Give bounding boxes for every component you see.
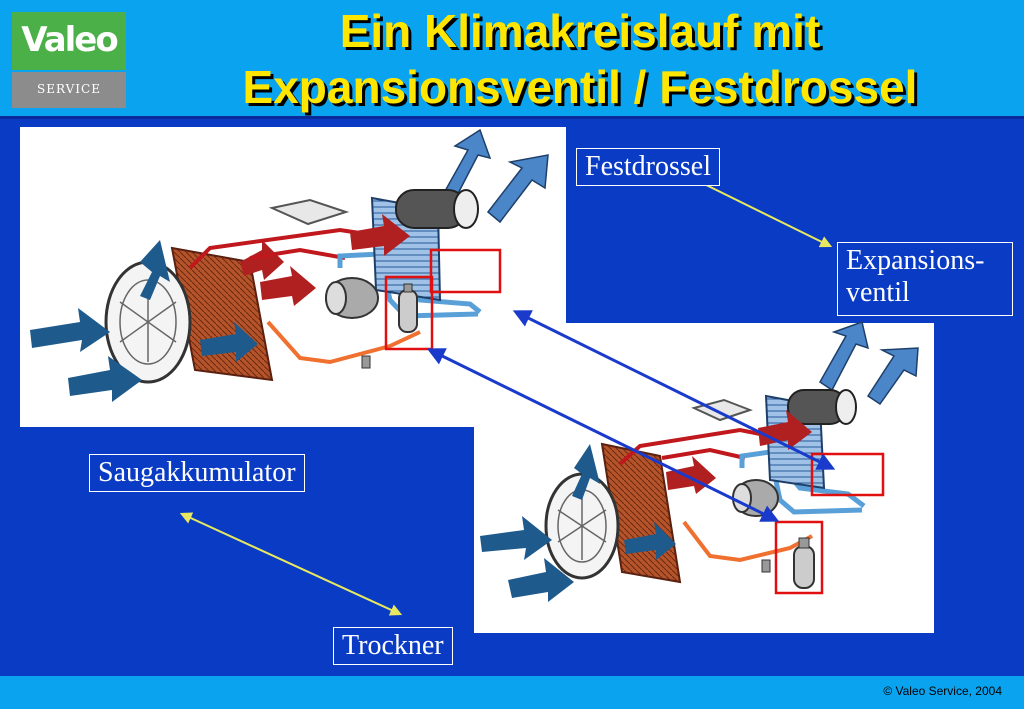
connector-arrow-valve: [512, 310, 836, 470]
inlet-air-arrow: [30, 308, 110, 352]
hot-air-arrow: [240, 240, 284, 280]
cabin-filter: [268, 198, 350, 226]
lower-system: [480, 321, 919, 602]
valeo-logo: Valeo SERVICE: [12, 12, 126, 108]
inlet-air-arrow: [200, 322, 258, 362]
label-expansion-line1: Expansions-: [846, 245, 985, 276]
inlet-air-arrow: [68, 356, 142, 402]
title-line-2: Expansionsventil / Festdrossel: [242, 61, 918, 113]
logo-sub: SERVICE: [37, 82, 101, 96]
blower: [395, 189, 479, 229]
outlet-air-arrow: [486, 154, 549, 224]
highlight-receiver-drier: [384, 275, 434, 351]
inlet-air-arrow: [624, 522, 676, 560]
label-festdrossel: Festdrossel: [576, 148, 720, 186]
inlet-air-arrow: [140, 240, 170, 300]
label-trockner: Trockner: [333, 627, 453, 665]
accumulator: [793, 537, 815, 589]
service-valve: [761, 559, 771, 573]
outlet-air-arrow: [819, 321, 870, 392]
compressor: [325, 277, 379, 319]
title-line-1: Ein Klimakreislauf mit: [339, 5, 821, 57]
header-bar: Valeo SERVICE Ein Klimakreislauf mit Exp…: [0, 0, 1024, 119]
pointer-festdrossel-expansion: [685, 174, 833, 248]
receiver-drier: [398, 283, 418, 333]
service-valve: [361, 355, 371, 369]
label-saugakkumulator: Saugakkumulator: [89, 454, 305, 492]
highlight-expansion-valve: [429, 248, 502, 294]
label-expansionsventil: Expansions- ventil: [837, 242, 1013, 316]
inlet-air-arrow: [508, 558, 574, 602]
copyright-text: © Valeo Service, 2004: [883, 684, 1002, 698]
pointer-saugakkumulator-trockner: [179, 512, 403, 616]
hot-gas-line: [249, 247, 346, 260]
inlet-air-arrow: [480, 516, 552, 560]
logo-brand: Valeo: [21, 20, 118, 60]
liquid-line: [682, 520, 813, 563]
highlight-orifice-tube: [810, 452, 885, 497]
hot-gas-line: [661, 447, 746, 460]
blower: [787, 389, 857, 425]
label-expansion-line2: ventil: [846, 277, 910, 308]
footer-bar: © Valeo Service, 2004: [0, 676, 1024, 709]
hot-air-arrow: [260, 266, 316, 306]
upper-system: [30, 128, 549, 402]
outlet-air-arrow: [866, 347, 919, 406]
liquid-line: [266, 320, 421, 365]
hot-air-arrow: [350, 214, 410, 256]
highlight-accumulator: [774, 520, 824, 595]
